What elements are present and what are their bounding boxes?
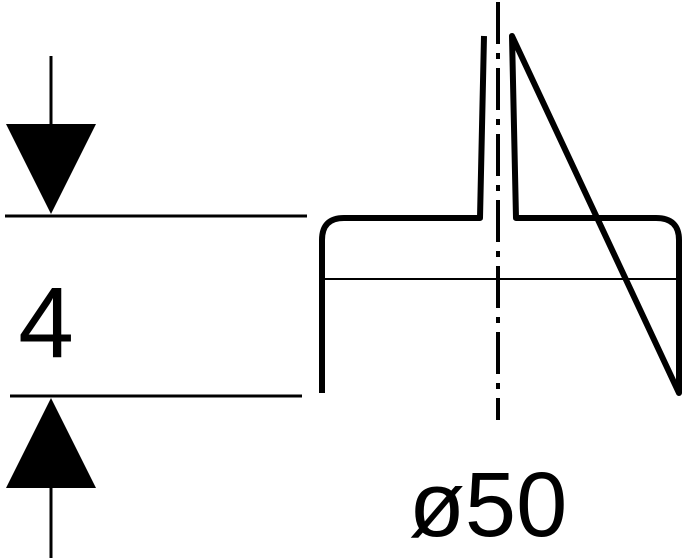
upper-arrow-head (6, 124, 96, 214)
lower-arrow-head (6, 398, 96, 488)
height-dimension-label: 4 (18, 267, 74, 379)
part-outline (319, 33, 682, 396)
diameter-dimension-label: ø50 (409, 454, 568, 556)
